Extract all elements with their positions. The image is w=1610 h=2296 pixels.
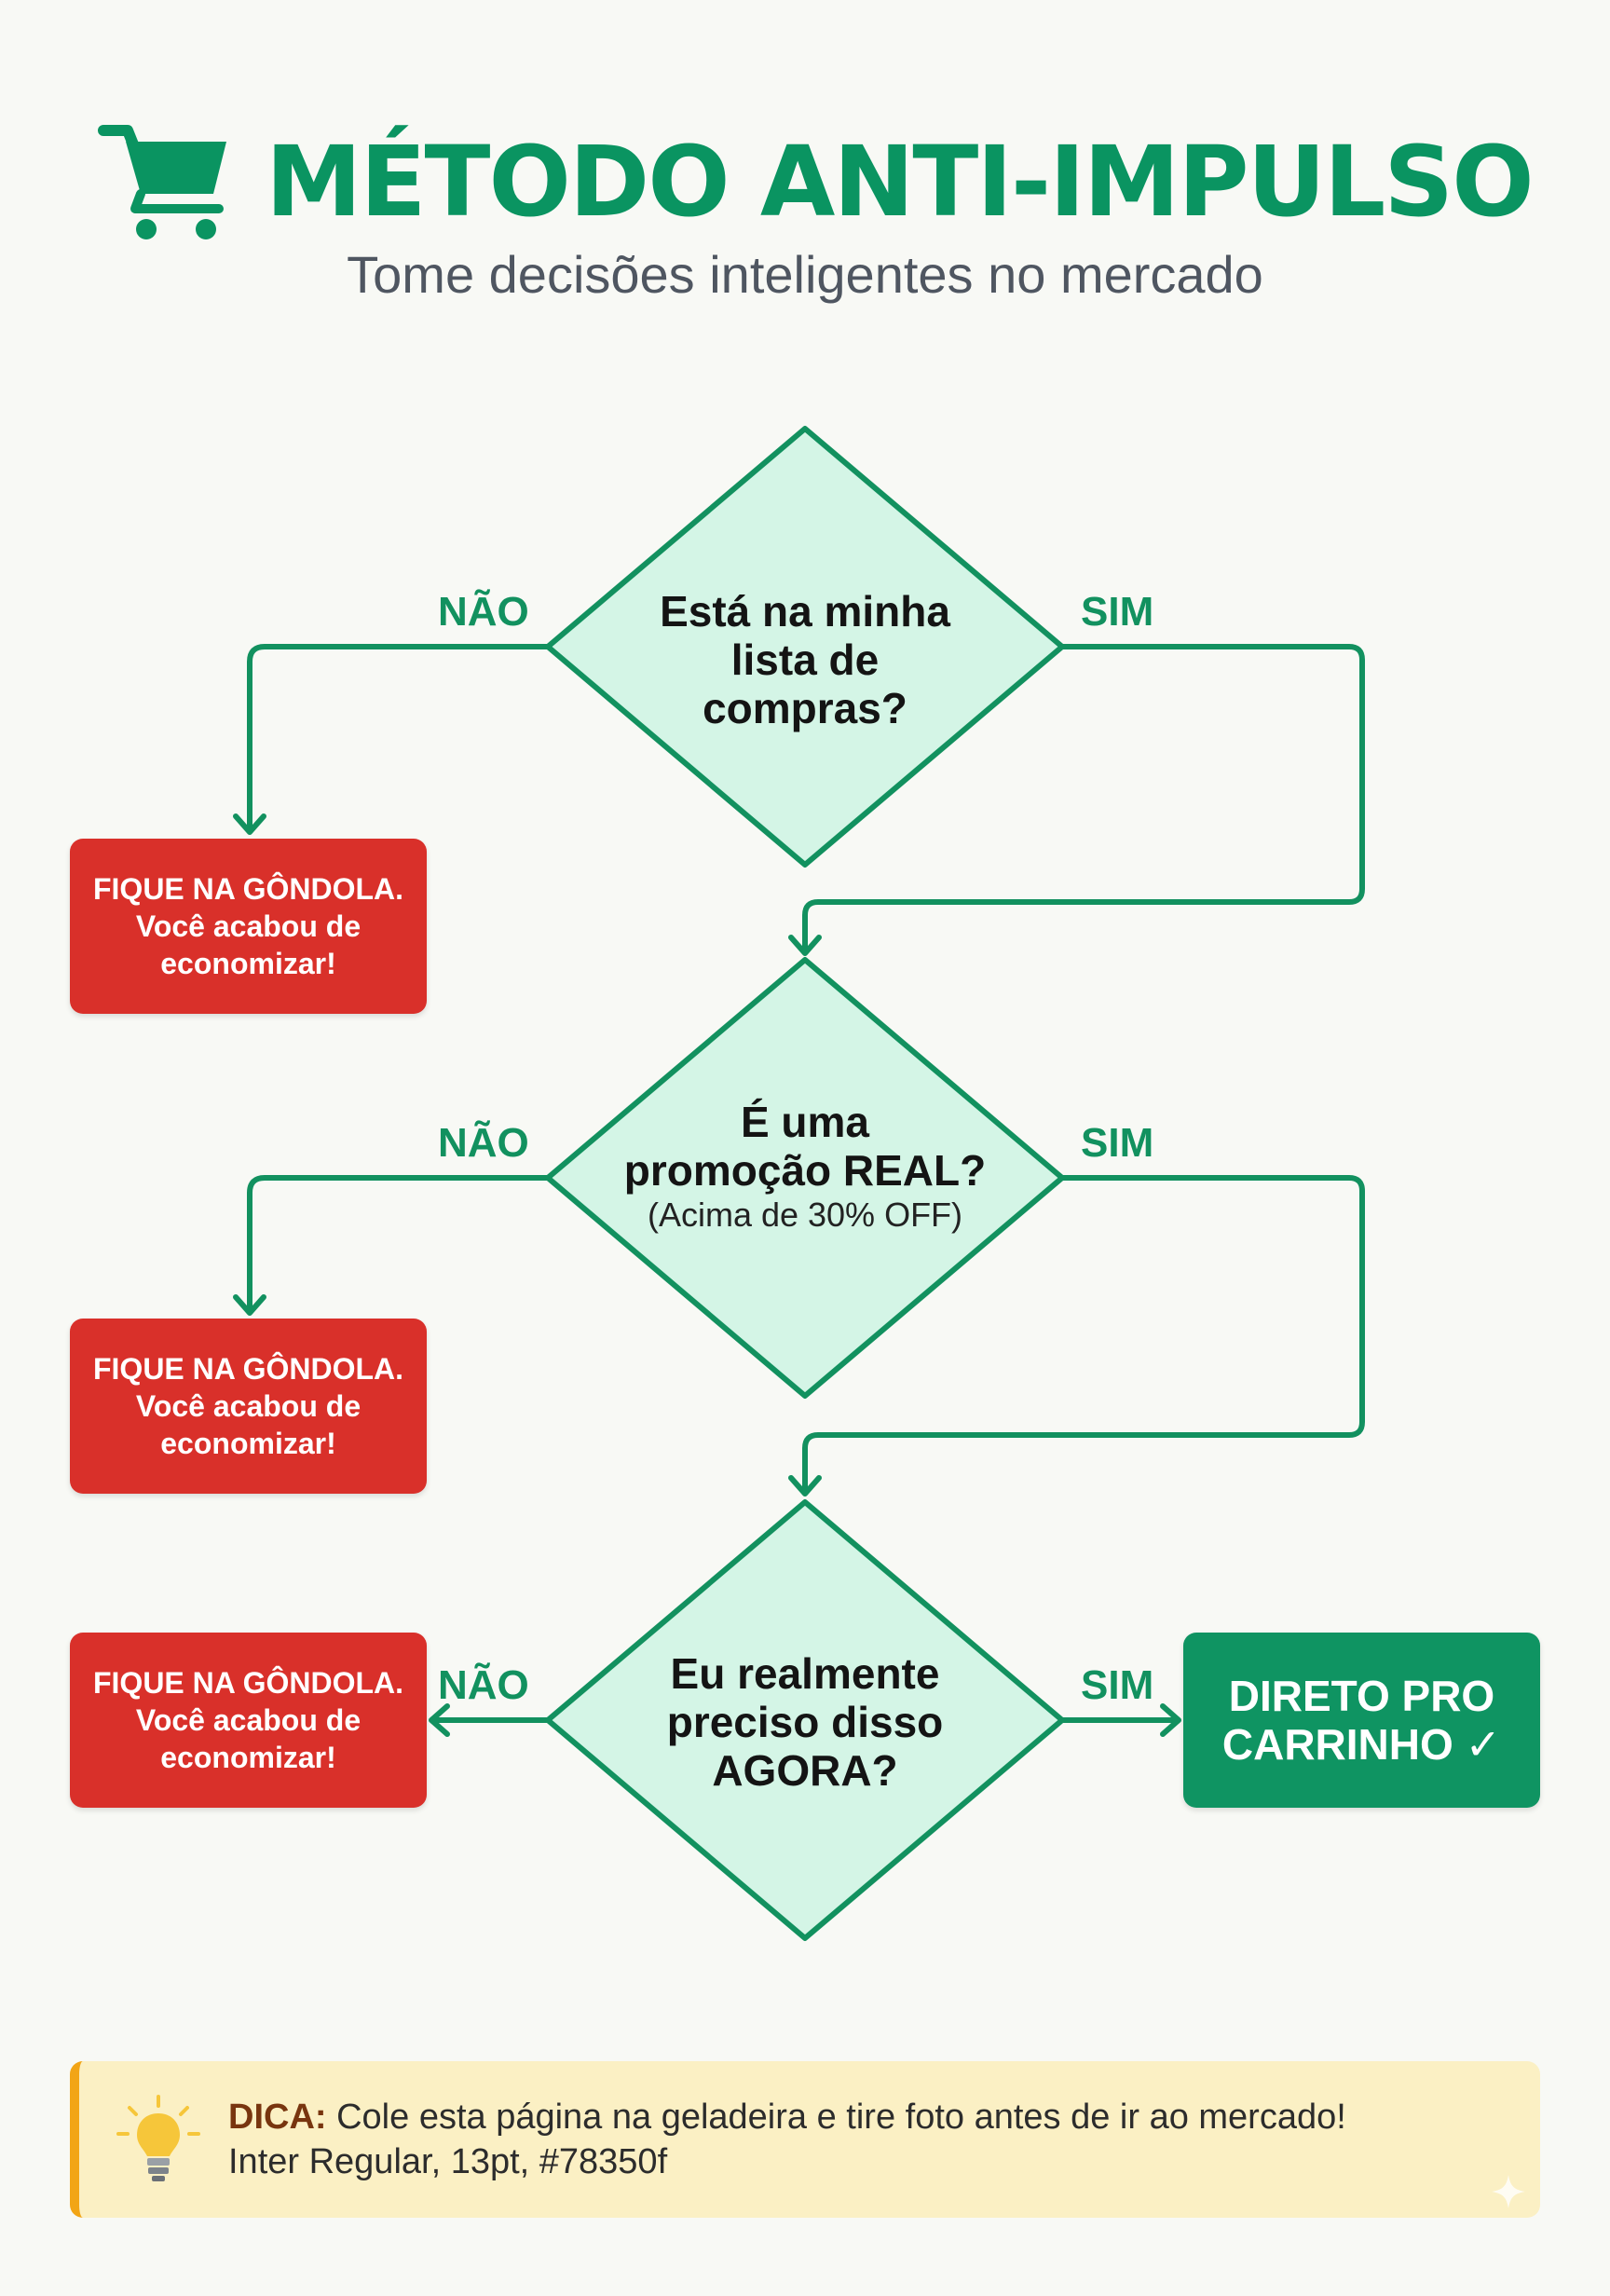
arrowhead-q2-yes bbox=[788, 1475, 822, 1496]
page-title: MÉTODO ANTI-IMPULSO bbox=[266, 125, 1535, 239]
question-2-line-1: É uma bbox=[740, 1098, 870, 1146]
stop-box-1-line-2: Você acabou de bbox=[135, 909, 362, 943]
branch-label-no-1: NÃO bbox=[438, 589, 529, 635]
connector-q1-no bbox=[247, 644, 551, 832]
arrowhead-q1-yes bbox=[788, 935, 822, 956]
stop-box-2-line-1: FIQUE NA GÔNDOLA. bbox=[92, 1352, 404, 1386]
page-subtitle: Tome decisões inteligentes no mercado bbox=[347, 245, 1263, 304]
arrowhead-q2-no bbox=[233, 1294, 266, 1316]
go-box-line-1: DIRETO PRO bbox=[1228, 1672, 1495, 1720]
tip-text: DICA: Cole esta página na geladeira e ti… bbox=[228, 2095, 1514, 2184]
header: MÉTODO ANTI-IMPULSO bbox=[98, 112, 1551, 252]
question-1-line-3: compras? bbox=[703, 684, 907, 732]
question-3-line-1: Eu realmente bbox=[670, 1649, 940, 1698]
branch-label-yes-2: SIM bbox=[1081, 1120, 1154, 1166]
question-2-note: (Acima de 30% OFF) bbox=[647, 1196, 963, 1234]
lightbulb-icon bbox=[116, 2095, 200, 2181]
stop-box-1-line-3: economizar! bbox=[160, 947, 336, 980]
decision-diamond-3 bbox=[545, 1499, 1065, 1941]
arrowhead-q1-no bbox=[233, 813, 266, 835]
stop-box-2-line-3: economizar! bbox=[160, 1427, 336, 1460]
stop-box-3-line-3: economizar! bbox=[160, 1741, 336, 1774]
arrowhead-q3-no bbox=[429, 1703, 450, 1737]
branch-label-no-3: NÃO bbox=[438, 1662, 529, 1708]
question-1-line-2: lista de bbox=[730, 636, 880, 684]
go-box-cart: DIRETO PRO CARRINHO ✓ bbox=[1183, 1633, 1540, 1808]
question-1: Está na minha lista de compras? bbox=[619, 587, 991, 732]
tip-label: DICA: bbox=[228, 2098, 327, 2137]
stop-box-3-line-1: FIQUE NA GÔNDOLA. bbox=[92, 1666, 404, 1700]
go-box-line-2: CARRINHO ✓ bbox=[1221, 1720, 1502, 1769]
question-3-line-3: AGORA? bbox=[712, 1746, 898, 1795]
sparkle-icon bbox=[1492, 2175, 1525, 2208]
connector-q2-no bbox=[247, 1175, 551, 1313]
stop-box-3: FIQUE NA GÔNDOLA. Você acabou de economi… bbox=[70, 1633, 427, 1808]
branch-label-no-2: NÃO bbox=[438, 1120, 529, 1166]
stop-box-1-line-1: FIQUE NA GÔNDOLA. bbox=[92, 872, 404, 906]
stop-box-1: FIQUE NA GÔNDOLA. Você acabou de economi… bbox=[70, 839, 427, 1014]
arrowhead-q3-yes bbox=[1160, 1703, 1181, 1737]
connector-q1-yes bbox=[802, 644, 1365, 953]
question-2-line-2: promoção REAL? bbox=[623, 1146, 987, 1195]
shopping-cart-icon bbox=[98, 125, 226, 239]
question-3: Eu realmente preciso disso AGORA? bbox=[619, 1649, 991, 1795]
decision-diamond-1 bbox=[545, 426, 1065, 868]
stop-box-3-line-2: Você acabou de bbox=[135, 1703, 362, 1737]
question-3-line-2: preciso disso bbox=[666, 1698, 944, 1746]
question-2: É uma promoção REAL? (Acima de 30% OFF) bbox=[600, 1098, 1010, 1236]
decision-diamond-2 bbox=[545, 957, 1065, 1399]
connector-q2-yes bbox=[802, 1175, 1365, 1494]
tip-box: DICA: Cole esta página na geladeira e ti… bbox=[70, 2061, 1540, 2218]
tip-line-2: Inter Regular, 13pt, #78350f bbox=[228, 2142, 668, 2181]
branch-label-yes-1: SIM bbox=[1081, 589, 1154, 635]
tip-body: Cole esta página na geladeira e tire fot… bbox=[336, 2098, 1346, 2137]
branch-label-yes-3: SIM bbox=[1081, 1662, 1154, 1708]
stop-box-2: FIQUE NA GÔNDOLA. Você acabou de economi… bbox=[70, 1319, 427, 1494]
stop-box-2-line-2: Você acabou de bbox=[135, 1389, 362, 1423]
question-1-line-1: Está na minha bbox=[660, 587, 950, 636]
